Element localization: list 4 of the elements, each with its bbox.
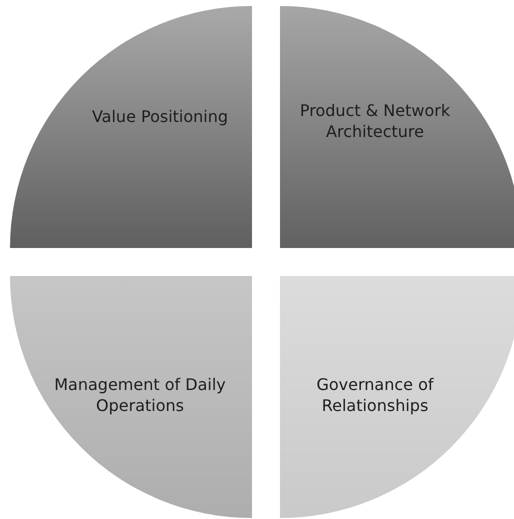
segment-label: Value Positioning [90, 106, 230, 127]
segment-label: Product & Network Architecture [298, 100, 452, 142]
segment-label: Management of Daily Operations [53, 374, 227, 416]
segment-label: Governance of Relationships [315, 374, 435, 416]
